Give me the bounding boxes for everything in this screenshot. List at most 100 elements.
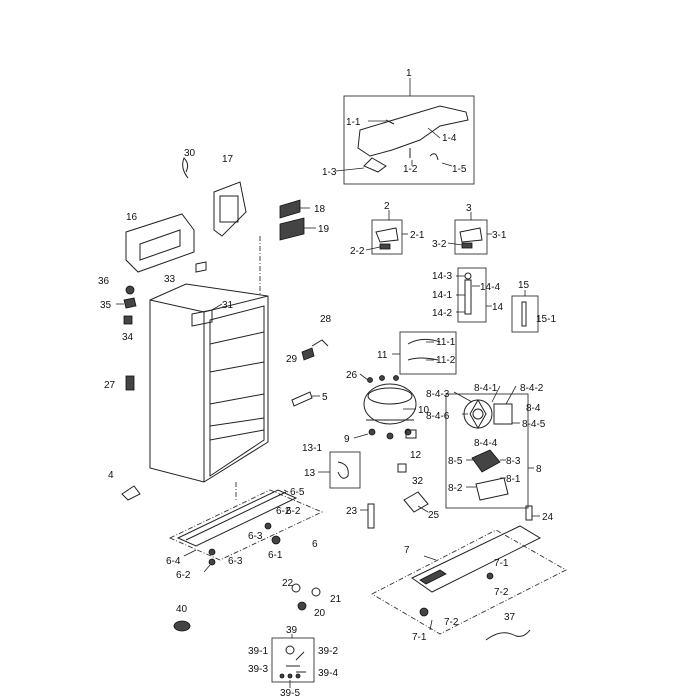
part-label: 6-3 (228, 556, 243, 567)
part-label: 6-4 (166, 556, 181, 567)
part-label: 1 (406, 68, 412, 79)
part-label: 7-2 (494, 587, 509, 598)
part-33 (195, 261, 207, 273)
part-label: 24 (542, 512, 554, 523)
part-27 (125, 375, 135, 391)
part-label: 6-2 (176, 570, 191, 581)
part-label: 4 (108, 470, 114, 481)
part-15-1 (521, 301, 527, 327)
bracket-2-1 (375, 227, 399, 243)
part-label: 27 (104, 380, 116, 391)
harness-13-1 (337, 461, 349, 479)
part-label: 7 (404, 545, 410, 556)
part-label: 12 (410, 450, 422, 461)
part-label: 6-3 (248, 531, 263, 542)
part-label: 8-4 (526, 403, 541, 414)
part-label: 3-1 (492, 230, 507, 241)
part-31 (191, 309, 213, 327)
part-label: 8-4-4 (474, 438, 498, 449)
part-label: 8-5 (448, 456, 463, 467)
part-label: 3 (466, 203, 472, 214)
part-25 (403, 491, 429, 513)
part-label: 39-3 (248, 664, 268, 675)
part-label: 16 (126, 212, 138, 223)
part-12 (405, 429, 417, 439)
part-3-2 (461, 242, 473, 249)
part-2-2 (379, 243, 391, 250)
part-label: 2-2 (350, 246, 365, 257)
part-label: 6-2 (276, 506, 291, 517)
part-label: 36 (98, 276, 110, 287)
grommet-9 (368, 428, 376, 436)
part-7-1 (419, 607, 429, 617)
group-7-outline (371, 529, 567, 635)
clip-1-5 (429, 153, 439, 161)
part-label: 32 (412, 476, 424, 487)
part-6-1 (271, 535, 281, 545)
cover-6-4 (176, 489, 298, 547)
part-label: 8-2 (448, 483, 463, 494)
part-label: 15-1 (536, 314, 556, 325)
part-label: 23 (346, 506, 358, 517)
part-label: 30 (184, 148, 196, 159)
part-label: 8-4-3 (426, 389, 450, 400)
part-39-2 (295, 651, 305, 661)
part-14-3 (464, 272, 472, 280)
part-label: 33 (164, 274, 176, 285)
part-label: 1-3 (322, 167, 337, 178)
group-1-box (343, 95, 475, 185)
part-label: 22 (282, 578, 294, 589)
part-label: 3-2 (432, 239, 447, 250)
part-label: 6-5 (290, 487, 305, 498)
part-label: 8-4-5 (522, 419, 546, 430)
part-36 (125, 285, 135, 295)
group-15-box (511, 295, 539, 333)
part-label: 11-1 (436, 337, 456, 348)
part-label: 7-2 (444, 617, 459, 628)
tube-37 (485, 629, 531, 641)
part-label: 8-4-1 (474, 383, 498, 394)
base-8-1 (475, 477, 509, 501)
hinge-pin-14 (464, 279, 472, 315)
part-label: 9 (344, 434, 350, 445)
part-label: 31 (222, 300, 234, 311)
part-label: 14 (492, 302, 504, 313)
part-label: 40 (176, 604, 188, 615)
part-label: 14-3 (432, 271, 452, 282)
panel-7 (411, 525, 542, 593)
part-28 (311, 339, 329, 347)
part-label: 7-1 (494, 558, 509, 569)
part-5 (291, 391, 313, 407)
part-label: 13 (304, 468, 316, 479)
leg-40 (173, 620, 191, 632)
part-label: 8-3 (506, 456, 521, 467)
part-label: 14-2 (432, 308, 452, 319)
part-label: 19 (318, 224, 330, 235)
part-label: 15 (518, 280, 530, 291)
part-label: 39-1 (248, 646, 268, 657)
top-plate (357, 105, 469, 157)
refrigerator-cabinet (149, 283, 269, 483)
part-label: 39-2 (318, 646, 338, 657)
part-label: 8-1 (506, 474, 521, 485)
part-label: 18 (314, 204, 326, 215)
panel-16 (125, 213, 195, 273)
part-label: 28 (320, 314, 332, 325)
group-2-box (371, 219, 403, 255)
part-6-3 (264, 522, 272, 530)
part-label: 25 (428, 510, 440, 521)
part-label: 1-5 (452, 164, 467, 175)
group-6-outline (168, 489, 324, 561)
part-20 (297, 601, 307, 611)
part-label: 13-1 (302, 443, 322, 454)
tube-11-2 (407, 357, 439, 361)
part-label: 2-1 (410, 230, 425, 241)
part-label: 1-1 (346, 117, 361, 128)
part-label: 1-4 (442, 133, 457, 144)
group-8-box (445, 393, 529, 509)
part-label: 6-1 (268, 550, 283, 561)
part-35 (123, 297, 137, 309)
compressor-10 (363, 383, 417, 425)
part-label: 2 (384, 201, 390, 212)
bracket-3-1 (459, 227, 483, 243)
